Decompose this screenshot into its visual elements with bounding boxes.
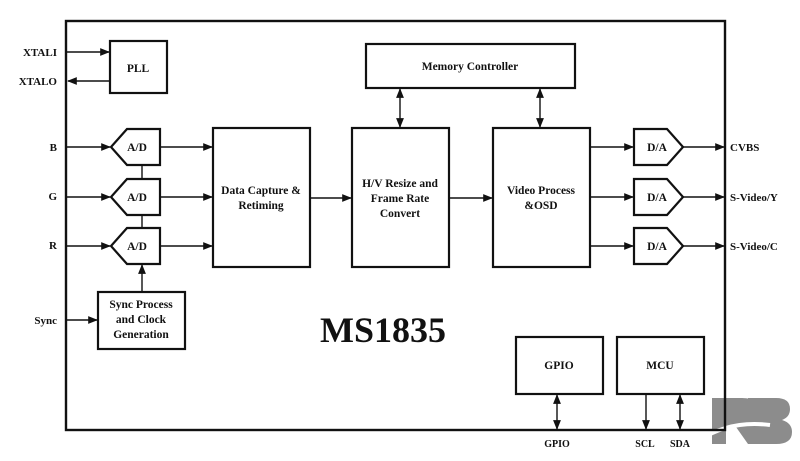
adc-b-label: A/D [127,142,147,154]
pin-label-g: G [48,191,57,203]
pin-label-xtali: XTALI [23,47,57,59]
sync-process-line3: Generation [113,329,169,341]
chip-name: MS1835 [320,310,446,350]
dac-svideo-c-label: D/A [647,241,668,253]
video-process-line1: Video Process [507,185,576,197]
dac-svideo-y: D/A [632,177,685,217]
pin-label-b: B [50,142,58,154]
memory-controller-block [364,42,577,90]
data-capture-block [211,126,312,269]
gpio-block [514,335,605,396]
dac-svideo-y-label: D/A [647,192,668,204]
pin-label-cvbs: CVBS [730,142,759,154]
dac-svideo-c: D/A [632,226,685,266]
video-process-line2: &OSD [524,200,557,212]
video-process-block [491,126,592,269]
pll-block [108,39,169,95]
pin-label-r: R [49,240,58,252]
pin-label-svideo-y: S-Video/Y [730,192,778,204]
data-capture-line2: Retiming [238,200,284,212]
resize-line3: Convert [380,208,420,220]
pin-label-gpio: GPIO [544,439,570,450]
adc-r-label: A/D [127,241,147,253]
sync-process-line2: and Clock [116,314,167,326]
gpio-block-label: GPIO [544,360,573,372]
dac-cvbs-label: D/A [647,142,668,154]
adc-r: A/D [109,226,162,266]
data-capture-line1: Data Capture & [221,185,301,197]
adc-g-label: A/D [127,192,147,204]
adc-b: A/D [109,127,162,167]
pll-label: PLL [127,63,150,75]
resize-block [350,126,451,269]
pin-label-xtalo: XTALO [19,76,58,88]
mcu-block [615,335,706,396]
resize-line2: Frame Rate [371,193,429,205]
pin-label-sda: SDA [670,439,691,450]
dac-cvbs: D/A [632,127,685,167]
pin-label-svideo-c: S-Video/C [730,241,778,253]
pin-label-sync: Sync [34,315,57,327]
adc-g: A/D [109,177,162,217]
sync-process-line1: Sync Process [109,299,173,311]
resize-line1: H/V Resize and [362,178,438,190]
watermark-logo [698,398,792,444]
pin-label-scl: SCL [635,439,655,450]
chip-boundary [64,19,727,432]
mcu-block-label: MCU [646,360,674,372]
memory-controller-label: Memory Controller [422,61,519,73]
